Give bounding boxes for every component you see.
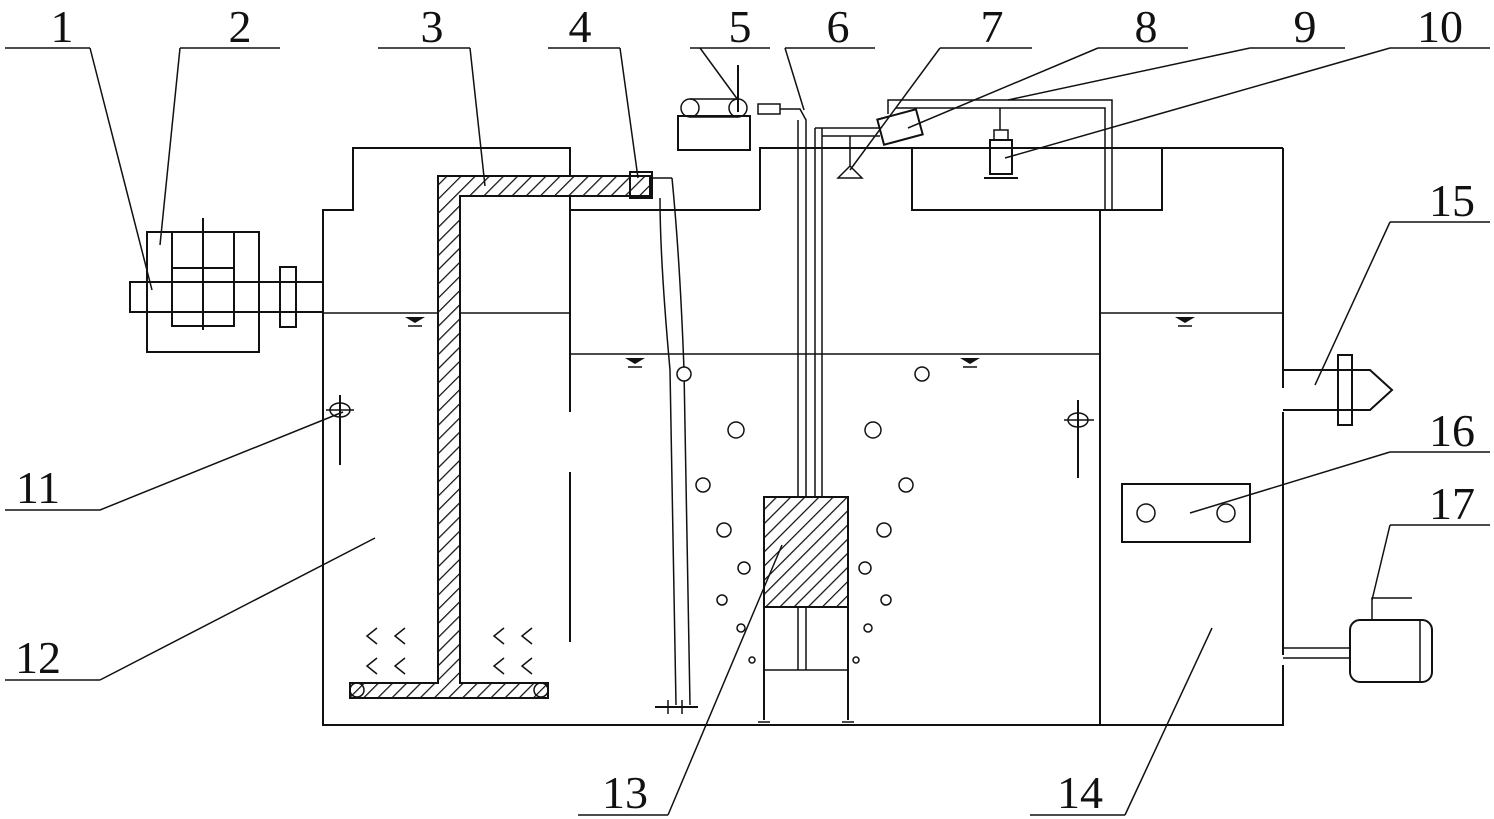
label-6: 6 xyxy=(827,1,850,52)
label-7: 7 xyxy=(981,1,1004,52)
bubble-marks xyxy=(365,627,533,675)
bubbles xyxy=(676,366,930,664)
label-9: 9 xyxy=(1294,1,1317,52)
label-8: 8 xyxy=(1135,1,1158,52)
motor xyxy=(1283,597,1433,683)
label-10: 10 xyxy=(1417,1,1463,52)
label-1: 1 xyxy=(51,1,74,52)
label-4: 4 xyxy=(569,1,592,52)
valve-and-downpipe xyxy=(629,171,698,714)
panel xyxy=(1121,483,1251,543)
control-assembly xyxy=(836,99,1113,210)
water-levels xyxy=(323,312,1283,368)
label-16: 16 xyxy=(1429,405,1475,456)
level-sensors xyxy=(326,395,1094,478)
label-15: 15 xyxy=(1429,175,1475,226)
label-5: 5 xyxy=(729,1,752,52)
aeration-pipe xyxy=(349,175,651,699)
label-2: 2 xyxy=(229,1,252,52)
label-12: 12 xyxy=(15,632,61,683)
label-11: 11 xyxy=(16,462,60,513)
baffle-walls xyxy=(569,210,1101,725)
water-level-symbol xyxy=(960,358,980,368)
water-level-symbol xyxy=(405,317,425,327)
label-14: 14 xyxy=(1057,767,1103,818)
leader-lines xyxy=(5,47,1490,816)
water-level-symbol xyxy=(625,358,645,368)
label-13: 13 xyxy=(602,767,648,818)
pump-assembly xyxy=(677,65,807,670)
tank-outline xyxy=(322,147,1284,726)
water-level-symbol xyxy=(1175,317,1195,327)
label-17: 17 xyxy=(1429,478,1475,529)
label-3: 3 xyxy=(421,1,444,52)
outlet xyxy=(1283,354,1394,426)
part-labels: 1 2 3 4 5 6 7 8 9 10 11 12 13 14 15 16 1… xyxy=(15,1,1475,818)
inlet-assembly xyxy=(129,218,324,353)
reactor-column xyxy=(758,496,854,723)
